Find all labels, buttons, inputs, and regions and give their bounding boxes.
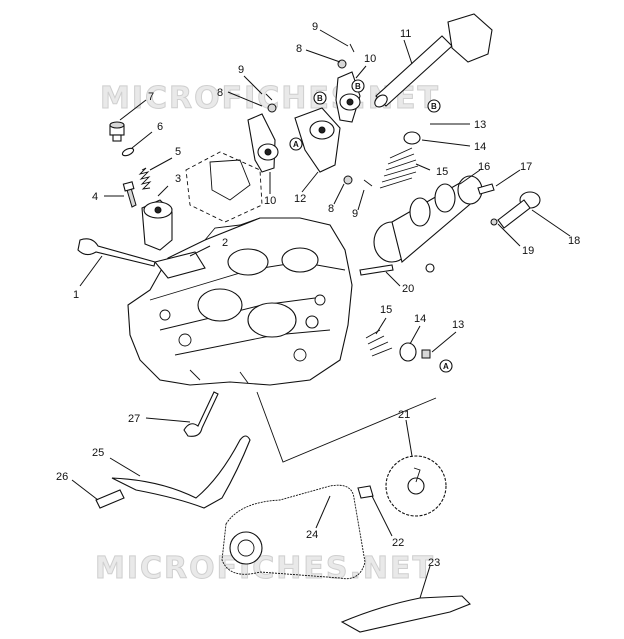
callout-1: 1 (73, 289, 79, 301)
callout-17: 17 (520, 161, 532, 173)
chain-guide (111, 435, 251, 509)
cam-cap (425, 263, 435, 273)
callout-13-a: 13 (474, 119, 486, 131)
svg-text:B: B (431, 102, 437, 111)
svg-text:B: B (317, 94, 323, 103)
svg-text:B: B (355, 82, 361, 91)
ref-marker-b3: B (427, 99, 441, 113)
bolt (122, 181, 137, 208)
cam-bolt-19 (490, 218, 498, 226)
callout-11: 11 (400, 28, 411, 40)
spring-retainer (403, 131, 421, 145)
dowel-pin (359, 264, 394, 276)
callout-8-b: 8 (296, 43, 302, 55)
spring-5 (138, 167, 152, 190)
callout-4: 4 (92, 191, 98, 203)
callout-14-b: 14 (414, 313, 426, 325)
callout-19: 19 (522, 245, 534, 257)
ref-marker-b1: B (313, 91, 327, 105)
svg-text:A: A (293, 140, 299, 149)
cam-pin (477, 183, 495, 195)
callout-23: 23 (428, 557, 440, 569)
plug (109, 121, 125, 142)
callout-15-b: 15 (380, 304, 392, 316)
callout-25: 25 (92, 447, 104, 459)
breather-cover (209, 159, 251, 201)
callout-8-a: 8 (217, 87, 223, 99)
cam-sprocket (385, 455, 447, 517)
callout-24: 24 (306, 529, 318, 541)
callout-14-a: 14 (474, 141, 486, 153)
shaft-bracket (447, 13, 493, 63)
decompressor-shaft (497, 191, 541, 229)
lower-outline (256, 391, 437, 463)
callout-10-b: 10 (364, 53, 376, 65)
callout-2: 2 (222, 237, 228, 249)
svg-text:A: A (443, 362, 449, 371)
reference-outline (185, 151, 263, 223)
exhaust-valve (183, 391, 219, 437)
callout-20: 20 (402, 283, 414, 295)
callout-9-a: 9 (238, 64, 244, 76)
sprocket-bolt (357, 485, 374, 499)
callout-22: 22 (392, 537, 404, 549)
rocker-arm-center (294, 107, 341, 173)
ref-marker-a2: A (439, 359, 453, 373)
gasket (154, 251, 206, 279)
chain-tensioner-blade (340, 595, 471, 633)
callout-16: 16 (478, 161, 490, 173)
callout-8-c: 8 (328, 203, 334, 215)
guide-bolt (95, 489, 125, 509)
ref-marker-a1: A (289, 137, 303, 151)
callout-5: 5 (175, 146, 181, 158)
callout-9-b: 9 (312, 21, 318, 33)
callout-6: 6 (157, 121, 163, 133)
spring-retainer-lower (399, 342, 417, 362)
callout-12: 12 (294, 193, 306, 205)
callout-10-a: 10 (264, 195, 276, 207)
callout-13-b: 13 (452, 319, 464, 331)
timing-chain (221, 484, 366, 580)
watermark-bottom: MICROFICHES.NET (95, 551, 435, 586)
leader-lines (71, 29, 571, 599)
valve-spring-upper (379, 147, 419, 189)
callout-27: 27 (128, 413, 140, 425)
valve-spring-lower (365, 329, 393, 357)
breather-housing (141, 199, 173, 251)
callout-7: 7 (148, 91, 154, 103)
rocker-arm-left (247, 113, 279, 173)
callout-labels: 1 2 3 4 5 6 7 8 8 8 9 9 9 10 10 11 12 13… (56, 21, 580, 569)
valve-keeper-lower (421, 349, 431, 359)
callout-3: 3 (175, 173, 181, 185)
intake-valve (77, 238, 156, 267)
callout-9-c: 9 (352, 208, 358, 220)
ref-marker-b2: B (351, 79, 365, 93)
o-ring (121, 147, 135, 157)
callout-26: 26 (56, 471, 68, 483)
crank-sprocket-area (229, 531, 263, 565)
callout-21: 21 (398, 409, 410, 421)
callout-15-a: 15 (436, 166, 448, 178)
camshaft (373, 175, 483, 263)
callout-18: 18 (568, 235, 580, 247)
